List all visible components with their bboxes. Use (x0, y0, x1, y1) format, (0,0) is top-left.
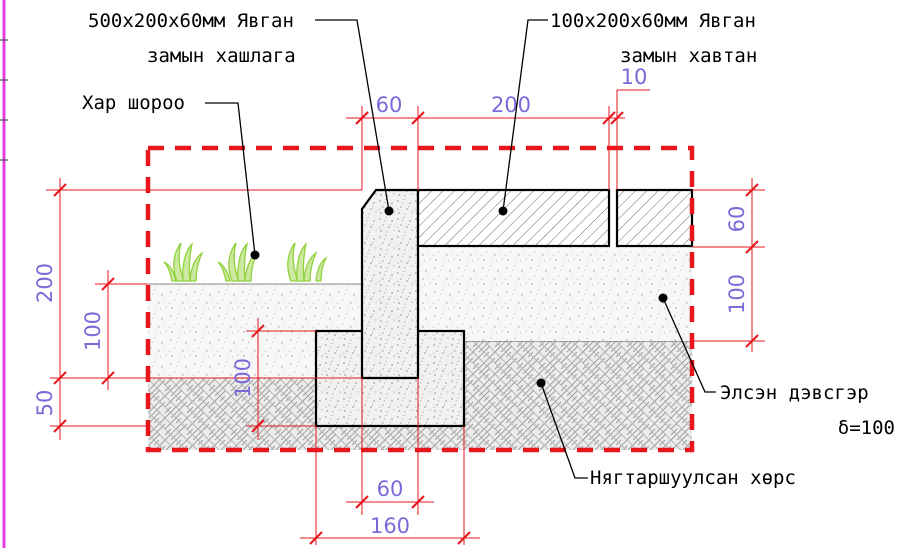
dim-left-soil-height: 100 (81, 311, 105, 351)
paving-slab (416, 188, 611, 248)
label-compacted-ground: Нягтаршуулсан хөрс (590, 467, 796, 489)
label-curb-line2: замын хашлага (147, 45, 296, 67)
label-sand-line2: δ=100 (838, 417, 895, 439)
dim-top-curb-width: 60 (376, 93, 403, 117)
leader-lines (205, 19, 716, 479)
curb-stone (360, 188, 420, 380)
dim-bottom-curb-width: 60 (377, 477, 404, 501)
dim-top-paver-width: 200 (491, 93, 531, 117)
dim-left-total-height: 200 (33, 263, 57, 303)
compacted-ground-under-footing (316, 426, 464, 450)
sand-bedding (418, 247, 692, 341)
leader-dots (250, 206, 668, 388)
grass-icon (163, 241, 328, 282)
dim-bottom-footing-width: 160 (370, 514, 410, 538)
section-boundary (145, 145, 695, 453)
dim-right-paver-thickness: 60 (725, 206, 749, 233)
label-black-soil: Хар шороо (82, 92, 185, 114)
label-sand-line1: Элсэн дэвсгэр (720, 382, 869, 404)
label-paver-line1: 100х200х60мм Явган (550, 10, 756, 32)
label-paver-line2: замын хавтан (620, 45, 757, 67)
dim-right-sand-thickness: 100 (725, 274, 749, 314)
dimension-lines (46, 89, 765, 545)
dim-top-joint: 10 (621, 65, 648, 89)
paving-slab (615, 188, 694, 248)
dim-center-footing-height: 100 (231, 358, 255, 398)
compacted-ground-left (148, 378, 316, 450)
compacted-ground-right (464, 341, 692, 450)
label-curb-line1: 500х200х60мм Явган (88, 10, 294, 32)
dim-left-base-height: 50 (33, 390, 57, 417)
